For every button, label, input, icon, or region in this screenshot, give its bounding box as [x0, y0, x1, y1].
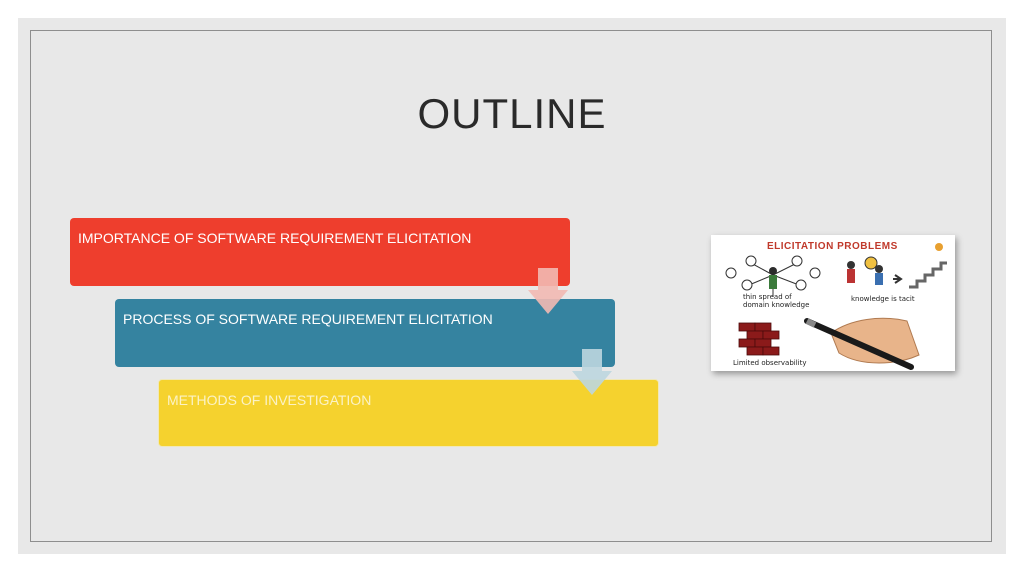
caption-thin-spread: thin spread of domain knowledge	[743, 293, 810, 309]
image-heading: ELICITATION PROBLEMS	[767, 241, 898, 252]
slide: OUTLINE IMPORTANCE OF SOFTWARE REQUIREME…	[18, 18, 1006, 554]
step-label: METHODS OF INVESTIGATION	[167, 392, 372, 408]
step-process: PROCESS OF SOFTWARE REQUIREMENT ELICITAT…	[115, 299, 615, 367]
caption-tacit: knowledge is tacit	[851, 295, 915, 303]
down-arrow-icon	[572, 349, 612, 395]
step-label: IMPORTANCE OF SOFTWARE REQUIREMENT ELICI…	[78, 230, 472, 246]
step-label: PROCESS OF SOFTWARE REQUIREMENT ELICITAT…	[123, 311, 493, 327]
step-methods: METHODS OF INVESTIGATION	[158, 379, 659, 447]
illustration-icon	[725, 243, 947, 370]
caption-observability: Limited observability	[733, 359, 807, 367]
step-importance: IMPORTANCE OF SOFTWARE REQUIREMENT ELICI…	[70, 218, 570, 286]
slide-title: OUTLINE	[417, 90, 607, 137]
down-arrow-icon	[528, 268, 568, 314]
slide-frame	[30, 30, 992, 542]
elicitation-problems-image: ELICITATION PROBLEMS	[711, 235, 955, 371]
